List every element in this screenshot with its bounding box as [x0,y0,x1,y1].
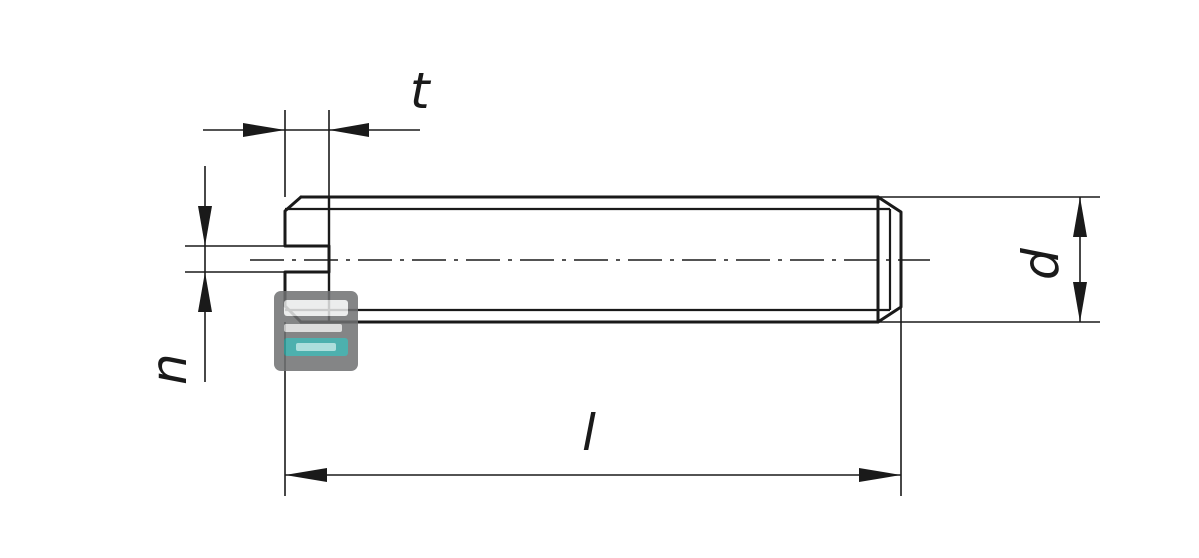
dim-n-arrow-bottom [198,272,212,312]
dim-l-label: l [582,404,596,462]
dim-l-arrow-left [285,468,327,482]
dim-d-arrow-top [1073,197,1087,237]
dim-t-arrow-left [243,123,285,137]
dim-n-label: n [140,353,198,385]
dim-d-label: d [1012,248,1070,280]
brand-logo-icon [274,291,358,371]
dim-d-arrow-bottom [1073,282,1087,322]
dim-t-arrow-right [329,123,369,137]
dimension-l: l [284,307,902,496]
dimension-n: n [140,166,285,385]
dim-l-arrow-right [859,468,901,482]
dim-t-label: t [410,62,432,120]
dimension-t: t [203,62,432,197]
dimension-d: d [878,196,1100,323]
dim-n-arrow-top [198,206,212,246]
